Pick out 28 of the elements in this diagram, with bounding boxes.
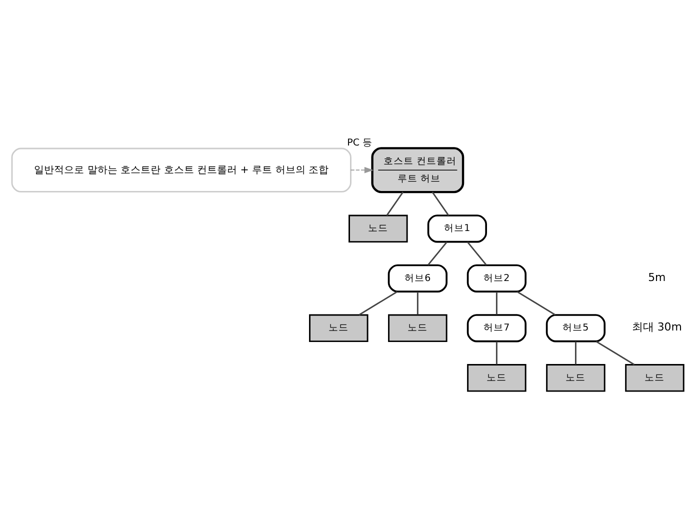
node-box: 노드 (309, 314, 368, 342)
connector (358, 290, 398, 316)
node-box: 노드 (546, 364, 606, 392)
connector (416, 291, 418, 314)
node-box: 허브1 (427, 214, 487, 242)
connector (596, 340, 635, 365)
node-box: 노드 (467, 364, 526, 392)
node-box: 허브7 (466, 314, 526, 342)
connector (496, 341, 498, 364)
connector (574, 341, 576, 364)
connector (467, 241, 487, 265)
label: 5m (648, 270, 666, 284)
label: 최대 30m (632, 320, 682, 334)
node-box: 노드 (388, 314, 448, 342)
connector (428, 241, 448, 265)
node-box: 호스트 컨트롤러 루트 허브 (371, 146, 464, 193)
node-label: PC 등 (347, 137, 373, 148)
node-box: 허브6 (388, 264, 448, 292)
connector (432, 191, 450, 216)
node-box: 노드 (625, 364, 684, 392)
arrow (350, 166, 374, 173)
node-box: 허브5 (546, 314, 606, 342)
connector (386, 191, 404, 216)
connector (516, 290, 556, 316)
connector (496, 291, 498, 314)
node-box: 허브2 (466, 264, 526, 292)
node-box: 일반적으로 말하는 호스트란 호스트 컨트롤러 + 루트 허브의 조합 (11, 147, 352, 192)
node-box: 노드 (348, 214, 408, 242)
